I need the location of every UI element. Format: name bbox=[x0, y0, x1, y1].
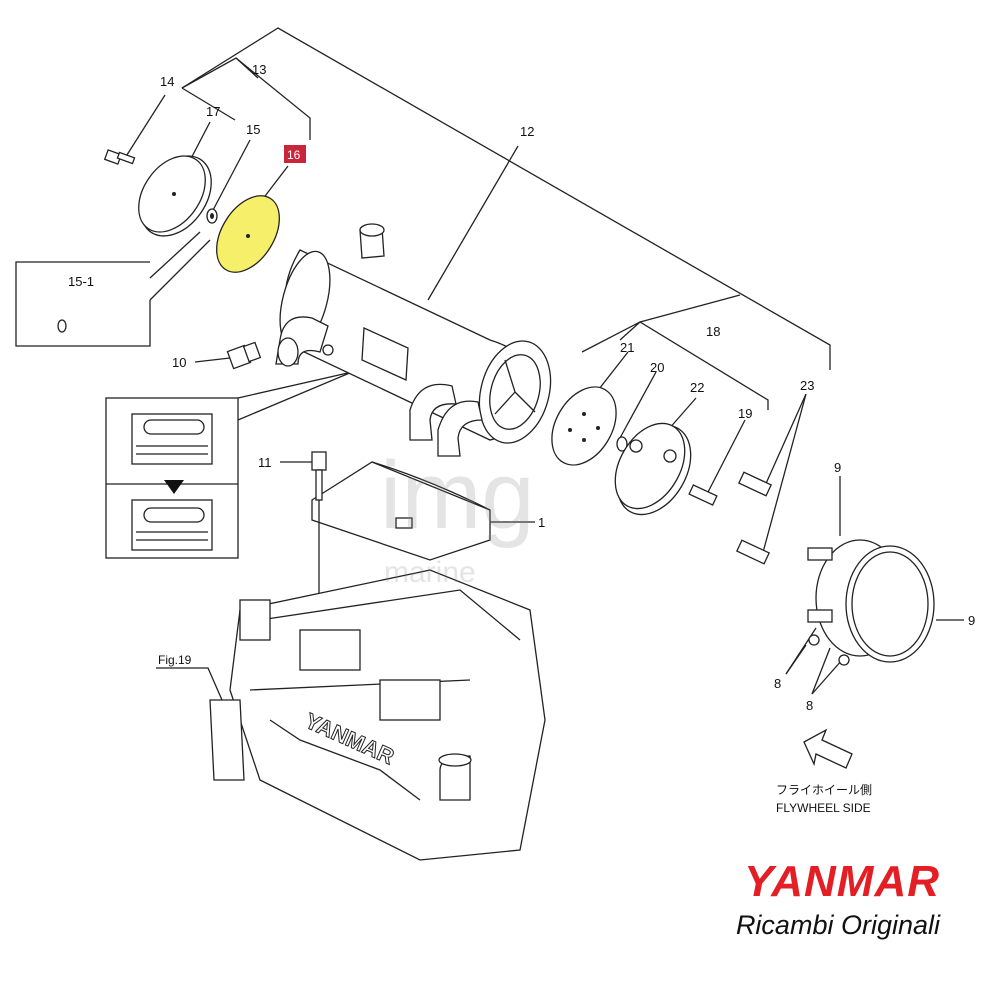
label-1: 1 bbox=[538, 515, 545, 530]
label-13: 13 bbox=[252, 62, 266, 77]
label-14: 14 bbox=[160, 74, 174, 89]
flywheel-side-jp: フライホイール側 bbox=[776, 783, 872, 797]
label-18: 18 bbox=[706, 324, 720, 339]
watermark: img marine bbox=[380, 442, 535, 589]
label-9-top: 9 bbox=[834, 460, 841, 475]
brand-name: YANMAR bbox=[744, 857, 940, 906]
flywheel-arrow-icon bbox=[803, 728, 853, 769]
watermark-sub-text: marine bbox=[384, 556, 476, 589]
label-19: 19 bbox=[738, 406, 752, 421]
figure-ref-label: Fig.19 bbox=[158, 653, 192, 667]
washer-20-shape bbox=[616, 436, 628, 452]
label-20: 20 bbox=[650, 360, 664, 375]
cover-plate-17-shape bbox=[138, 155, 212, 237]
label-15-1: 15-1 bbox=[68, 274, 94, 289]
silencer-12-shape bbox=[275, 223, 552, 457]
label-21: 21 bbox=[620, 340, 634, 355]
engine-block-shape: YANMAR bbox=[209, 569, 546, 861]
label-8-left: 8 bbox=[774, 676, 781, 691]
flange-22-shape bbox=[614, 422, 692, 516]
bolt-14-shape bbox=[103, 149, 136, 165]
label-10: 10 bbox=[172, 355, 186, 370]
clamp-bands-9-shape bbox=[807, 539, 935, 666]
label-23: 23 bbox=[800, 378, 814, 393]
part-labels: 13 14 17 15 16 12 15-1 10 11 1 18 21 20 … bbox=[68, 62, 975, 815]
label-22: 22 bbox=[690, 380, 704, 395]
label-11: 11 bbox=[258, 455, 272, 470]
washer-15-shape bbox=[206, 208, 218, 224]
label-plate-callout-box bbox=[105, 397, 239, 559]
brand-block: YANMAR Ricambi Originali bbox=[640, 860, 940, 942]
leader-lines bbox=[124, 27, 964, 701]
bolts-19-23-shapes bbox=[688, 471, 772, 565]
label-12: 12 bbox=[520, 124, 534, 139]
part-16-badge bbox=[284, 145, 306, 163]
label-9-right: 9 bbox=[968, 613, 975, 628]
bracket-1-shape bbox=[311, 461, 491, 561]
exploded-parts: YANMAR bbox=[103, 145, 935, 861]
label-15: 15 bbox=[246, 122, 260, 137]
cover-plate-21-shape bbox=[551, 386, 617, 466]
label-16: 16 bbox=[287, 148, 301, 162]
label-8-right: 8 bbox=[806, 698, 813, 713]
brand-tagline: Ricambi Originali bbox=[735, 910, 940, 940]
sensor-10-shape bbox=[226, 341, 262, 370]
callout-15-1-box bbox=[15, 261, 151, 347]
label-17: 17 bbox=[206, 104, 220, 119]
watermark-main-text: img bbox=[380, 442, 535, 549]
gasket-16-highlighted bbox=[216, 195, 280, 273]
flywheel-side-en: FLYWHEEL SIDE bbox=[776, 801, 871, 815]
